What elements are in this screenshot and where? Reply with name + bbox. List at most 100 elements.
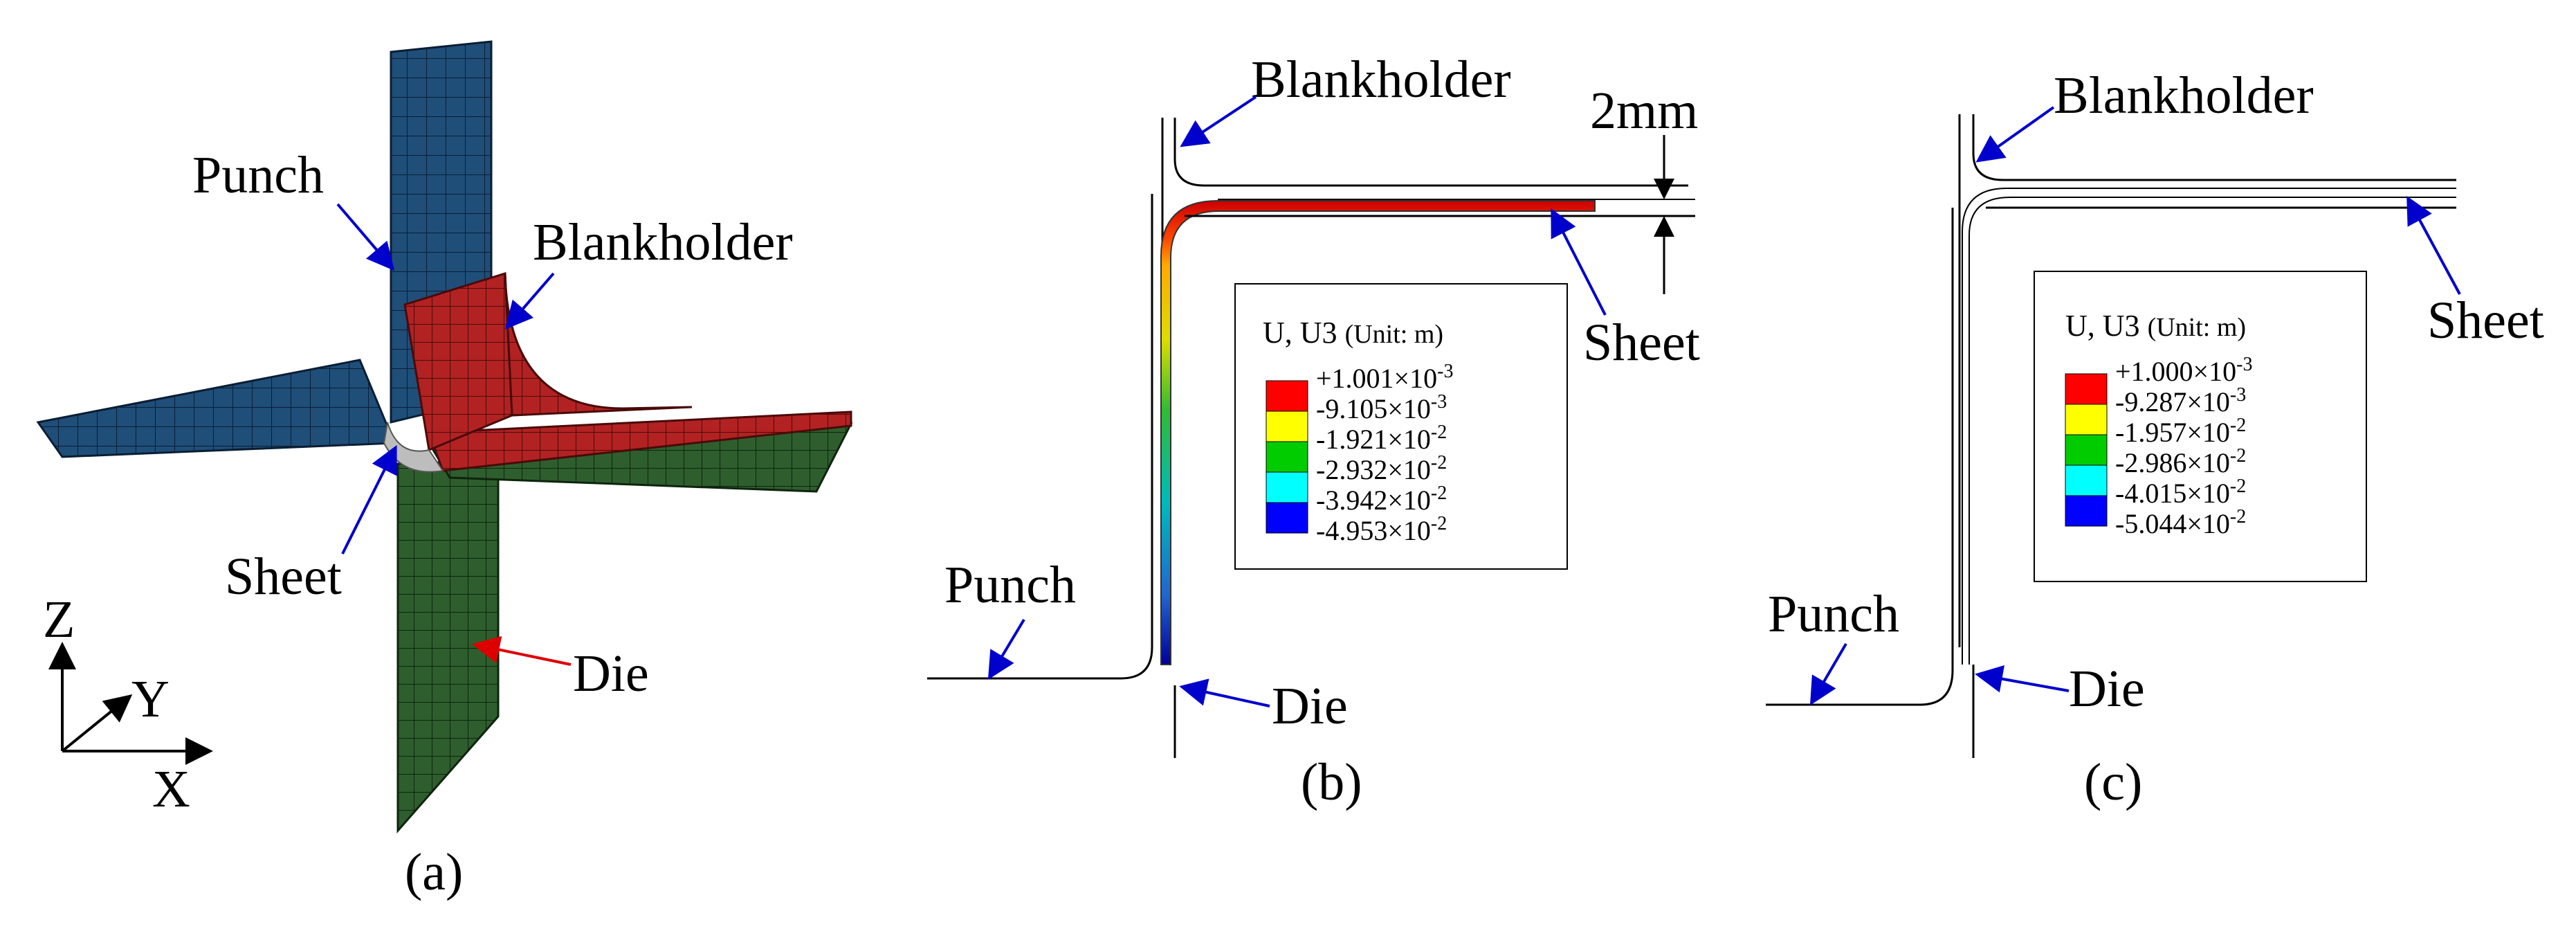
caption-b: (b) [1301, 753, 1362, 811]
legend-value-exponent: -3 [2236, 354, 2252, 375]
legend-value-mantissa: +1.000×10 [2115, 356, 2236, 387]
sheet-inner-c [1968, 197, 2456, 665]
panel-b: 2mm Blankholder Sheet Punch Die U, U3 (U… [927, 51, 1700, 811]
legend-swatch [1266, 502, 1308, 534]
arrow-blankholder-c [1975, 106, 2055, 163]
punch-flange [36, 359, 396, 458]
arrow-die-a [472, 635, 572, 666]
sheet-outer-c [1962, 188, 2456, 665]
blankholder-profile-c [1972, 114, 2456, 181]
legend-value: +1.000×10-3 [2115, 354, 2252, 388]
label-sheet-c: Sheet [2427, 291, 2544, 350]
label-punch: Punch [192, 146, 324, 204]
punch-profile-c [1766, 208, 1954, 706]
label-blankholder-a: Blankholder [533, 213, 793, 271]
label-blankholder-b: Blankholder [1251, 51, 1511, 109]
axis-y-line [61, 694, 133, 752]
legend-value: -9.287×10-3 [2115, 384, 2246, 418]
label-sheet-a: Sheet [225, 548, 342, 606]
legend-swatch [1266, 471, 1308, 503]
legend-swatch [1266, 380, 1308, 412]
label-thickness: 2mm [1590, 82, 1698, 140]
legend-value: -3.942×10-2 [1316, 482, 1447, 516]
legend-b-title: U, U3 (Unit: m) [1263, 316, 1443, 350]
legend-value: -4.953×10-2 [1316, 513, 1447, 547]
sheet-contour-b [1160, 200, 1596, 665]
legend-swatch [2065, 464, 2108, 496]
label-blankholder-c: Blankholder [2054, 66, 2314, 125]
axis-z-label: Z [43, 590, 75, 649]
legend-value-mantissa: -1.921×10 [1316, 424, 1431, 455]
panel-a: Punch Blankholder Sheet Die Z Y X (a) [36, 40, 853, 901]
label-die-b: Die [1272, 677, 1348, 735]
legend-value-mantissa: -1.957×10 [2115, 417, 2230, 448]
label-sheet-b: Sheet [1583, 314, 1700, 372]
legend-value-exponent: -2 [2230, 506, 2246, 527]
legend-value-mantissa: -2.932×10 [1316, 454, 1431, 485]
axis-triad: Z Y X [43, 590, 213, 818]
caption-c: (c) [2084, 753, 2142, 811]
arrow-blankholder-a [504, 272, 555, 330]
arrow-die-c [1975, 665, 2070, 693]
legend-c-title: U, U3 (Unit: m) [2065, 309, 2246, 343]
legend-swatch [2065, 373, 2108, 405]
label-punch-c: Punch [1768, 585, 1899, 643]
legend-value-mantissa: -4.953×10 [1316, 515, 1431, 546]
legend-swatch [2065, 434, 2108, 466]
blankholder-fillet [504, 273, 693, 417]
legend-c: U, U3 (Unit: m) +1.000×10-3-9.287×10-3-1… [2034, 271, 2367, 582]
legend-value-mantissa: -9.287×10 [2115, 386, 2230, 417]
legend-swatch [2065, 404, 2108, 435]
legend-value-exponent: -3 [1431, 391, 1447, 413]
legend-value-exponent: -2 [2230, 415, 2246, 436]
legend-value: -4.015×10-2 [2115, 476, 2246, 509]
arrow-punch-b [987, 618, 1025, 680]
caption-a: (a) [405, 843, 463, 901]
legend-value-exponent: -2 [1431, 422, 1447, 443]
legend-value-exponent: -2 [1431, 482, 1447, 504]
legend-value: -2.932×10-2 [1316, 452, 1447, 486]
axis-y-label: Y [131, 670, 170, 728]
blankholder-flange [427, 411, 852, 472]
arrow-sheet-b [1551, 208, 1607, 316]
punch-profile-b [927, 194, 1153, 680]
legend-value: -1.957×10-2 [2115, 415, 2246, 449]
legend-value: -5.044×10-2 [2115, 506, 2246, 540]
legend-b: U, U3 (Unit: m) +1.001×10-3-9.105×10-3-1… [1234, 283, 1568, 570]
label-die-a: Die [573, 644, 649, 703]
legend-value-mantissa: +1.001×10 [1316, 363, 1437, 394]
legend-c-rows: +1.000×10-3-9.287×10-3-1.957×10-2-2.986×… [2065, 354, 2252, 540]
blankholder-wall [403, 271, 513, 452]
arrow-blankholder-b [1180, 96, 1257, 147]
legend-value-exponent: -2 [1431, 452, 1447, 473]
legend-value-exponent: -2 [2230, 445, 2246, 467]
legend-swatch [2065, 495, 2108, 527]
legend-swatch [1266, 441, 1308, 473]
blankholder-profile-b [1173, 118, 1688, 187]
legend-value-mantissa: -5.044×10 [2115, 508, 2230, 539]
legend-value: -9.105×10-3 [1316, 391, 1447, 425]
legend-value-mantissa: -3.942×10 [1316, 485, 1431, 516]
arrow-punch-c [1809, 642, 1847, 705]
label-die-c: Die [2069, 660, 2145, 718]
legend-value-exponent: -3 [2230, 384, 2246, 406]
arrow-punch [336, 203, 395, 271]
legend-value: -2.986×10-2 [2115, 445, 2246, 479]
legend-value-exponent: -3 [1437, 361, 1453, 382]
panel-c: Blankholder Sheet Punch Die U, U3 (Unit:… [1766, 66, 2544, 811]
axis-x-label: X [152, 760, 190, 818]
legend-value-exponent: -2 [2230, 476, 2246, 497]
legend-value-mantissa: -9.105×10 [1316, 393, 1431, 424]
label-punch-b: Punch [944, 556, 1076, 614]
legend-value: +1.001×10-3 [1316, 361, 1453, 395]
arrow-die-b [1179, 678, 1270, 707]
arrow-sheet-a [341, 444, 397, 554]
legend-value-exponent: -2 [1431, 513, 1447, 534]
legend-value-mantissa: -4.015×10 [2115, 478, 2230, 509]
arrow-sheet-c [2406, 195, 2461, 295]
legend-swatch [1266, 411, 1308, 442]
legend-b-rows: +1.001×10-3-9.105×10-3-1.921×10-2-2.932×… [1266, 361, 1453, 547]
legend-value-mantissa: -2.986×10 [2115, 447, 2230, 478]
legend-value: -1.921×10-2 [1316, 422, 1447, 456]
